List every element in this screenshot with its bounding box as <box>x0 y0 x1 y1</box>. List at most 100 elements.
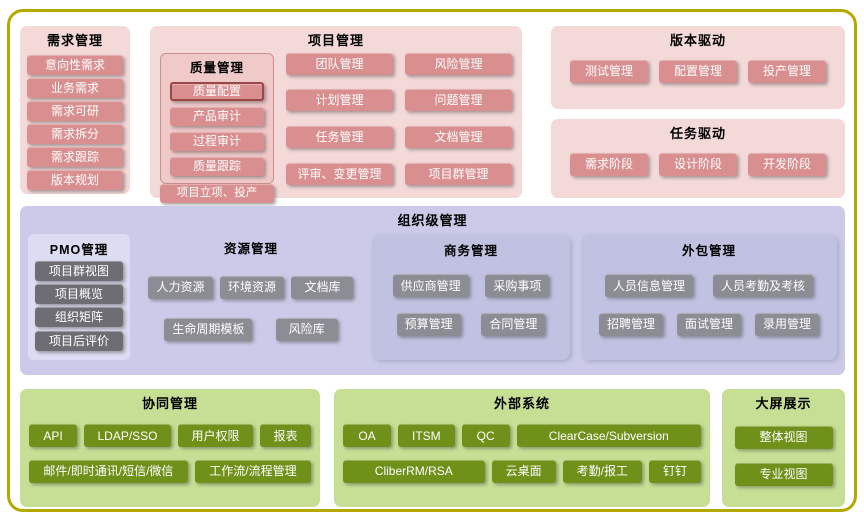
external-row-1: OA ITSM QC ClearCase/Subversion <box>343 424 701 448</box>
collaboration-title: 协同管理 <box>141 396 198 411</box>
module-review-change-mgmt[interactable]: 评审、变更管理 <box>286 162 393 185</box>
module-overall-view[interactable]: 整体视图 <box>734 425 833 449</box>
panel-big-screen-display: 大屏展示 整体视图 专业视图 <box>722 389 845 507</box>
big-screen-body: 整体视图 专业视图 <box>722 412 845 500</box>
module-demand-feasibility[interactable]: 需求可研 <box>27 100 123 121</box>
module-mail-im-sms-wechat[interactable]: 邮件/即时通讯/短信/微信 <box>29 459 188 483</box>
module-issue-mgmt[interactable]: 问题管理 <box>405 89 512 112</box>
task-driven-title: 任务驱动 <box>669 126 726 141</box>
panel-collaboration-management: 协同管理 API LDAP/SSO 用户权限 报表 邮件/即时通讯/短信/微信 … <box>20 389 320 507</box>
module-launch-mgmt[interactable]: 投产管理 <box>748 59 826 83</box>
module-user-permission[interactable]: 用户权限 <box>178 424 254 448</box>
module-recruitment-mgmt[interactable]: 招聘管理 <box>598 312 663 336</box>
module-itsm[interactable]: ITSM <box>398 424 455 448</box>
module-workflow-process-mgmt[interactable]: 工作流/流程管理 <box>194 459 312 483</box>
module-staff-info-mgmt[interactable]: 人员信息管理 <box>604 274 693 298</box>
outer-frame <box>7 9 857 512</box>
panel-project-management: 项目管理 质量管理 质量配置 产品审计 过程审计 质量跟踪 项目立项、投产 团队… <box>150 26 522 204</box>
module-oa[interactable]: OA <box>343 424 391 448</box>
module-report[interactable]: 报表 <box>260 424 312 448</box>
module-demand-tracking[interactable]: 需求跟踪 <box>27 146 123 167</box>
module-product-audit[interactable]: 产品审计 <box>170 106 264 126</box>
project-left-column: 质量管理 质量配置 产品审计 过程审计 质量跟踪 项目立项、投产 <box>160 52 274 204</box>
module-project-initiation-launch[interactable]: 项目立项、投产 <box>160 183 274 204</box>
module-api[interactable]: API <box>29 424 77 448</box>
external-systems-body: OA ITSM QC ClearCase/Subversion CliberRM… <box>334 412 710 500</box>
module-ldap-sso[interactable]: LDAP/SSO <box>84 424 172 448</box>
pmo-title: PMO管理 <box>49 242 109 257</box>
module-lifecycle-template[interactable]: 生命周期模板 <box>164 317 253 341</box>
module-cloud-desktop[interactable]: 云桌面 <box>491 459 556 483</box>
module-attendance-reporting[interactable]: 考勤/报工 <box>562 459 642 483</box>
module-test-mgmt[interactable]: 测试管理 <box>570 59 648 83</box>
module-clearcase-subversion[interactable]: ClearCase/Subversion <box>516 424 701 448</box>
version-driven-title: 版本驱动 <box>669 33 726 48</box>
module-cliberrm-rsa[interactable]: CliberRM/RSA <box>343 459 485 483</box>
outsourcing-rows: 人员信息管理 人员考勤及考核 招聘管理 面试管理 录用管理 <box>585 259 833 352</box>
project-body: 质量管理 质量配置 产品审计 过程审计 质量跟踪 项目立项、投产 团队管理 计划… <box>150 49 522 204</box>
outsourcing-title: 外包管理 <box>681 243 736 258</box>
module-design-phase[interactable]: 设计阶段 <box>659 152 737 176</box>
module-hiring-mgmt[interactable]: 录用管理 <box>754 312 819 336</box>
module-contract-mgmt[interactable]: 合同管理 <box>481 312 546 336</box>
business-title: 商务管理 <box>443 243 498 258</box>
module-post-evaluation[interactable]: 项目后评价 <box>35 330 123 351</box>
panel-pmo-management: PMO管理 项目群视图 项目概览 组织矩阵 项目后评价 <box>28 233 130 360</box>
module-project-overview[interactable]: 项目概览 <box>35 284 123 305</box>
version-driven-row: 测试管理 配置管理 投产管理 <box>551 49 845 83</box>
panel-task-driven: 任务驱动 需求阶段 设计阶段 开发阶段 <box>551 119 845 198</box>
module-staff-attendance-assessment[interactable]: 人员考勤及考核 <box>712 274 813 298</box>
module-qc[interactable]: QC <box>461 424 510 448</box>
module-risk-mgmt[interactable]: 风险管理 <box>405 52 512 75</box>
panel-external-systems: 外部系统 OA ITSM QC ClearCase/Subversion Cli… <box>334 389 710 507</box>
module-process-audit[interactable]: 过程审计 <box>170 131 264 151</box>
collaboration-body: API LDAP/SSO 用户权限 报表 邮件/即时通讯/短信/微信 工作流/流… <box>20 412 320 500</box>
module-plan-mgmt[interactable]: 计划管理 <box>286 89 393 112</box>
org-title: 组织级管理 <box>397 213 468 228</box>
module-requirement-phase[interactable]: 需求阶段 <box>570 152 648 176</box>
resource-title: 资源管理 <box>223 241 278 256</box>
project-title: 项目管理 <box>307 33 364 48</box>
module-budget-mgmt[interactable]: 预算管理 <box>396 312 461 336</box>
project-middle-column: 团队管理 计划管理 任务管理 评审、变更管理 <box>286 52 393 185</box>
module-procurement[interactable]: 采购事项 <box>485 274 550 298</box>
module-dingtalk[interactable]: 钉钉 <box>648 459 701 483</box>
resource-rows: 人力资源 环境资源 文档库 生命周期模板 风险库 <box>141 257 361 360</box>
module-human-resource[interactable]: 人力资源 <box>148 275 213 299</box>
collaboration-row-1: API LDAP/SSO 用户权限 报表 <box>29 424 312 448</box>
module-config-mgmt[interactable]: 配置管理 <box>659 59 737 83</box>
panel-quality-management: 质量管理 质量配置 产品审计 过程审计 质量跟踪 <box>160 52 274 184</box>
module-business-demand[interactable]: 业务需求 <box>27 77 123 98</box>
module-quality-tracking[interactable]: 质量跟踪 <box>170 156 264 176</box>
module-supplier-mgmt[interactable]: 供应商管理 <box>392 274 469 298</box>
big-screen-title: 大屏展示 <box>755 396 812 411</box>
module-program-view[interactable]: 项目群视图 <box>35 260 123 281</box>
module-intent-demand[interactable]: 意向性需求 <box>27 54 123 75</box>
module-org-matrix[interactable]: 组织矩阵 <box>35 307 123 328</box>
module-program-mgmt[interactable]: 项目群管理 <box>405 162 512 185</box>
module-doc-library[interactable]: 文档库 <box>291 275 354 299</box>
project-right-column: 风险管理 问题管理 文档管理 项目群管理 <box>405 52 512 185</box>
panel-outsourcing-management: 外包管理 人员信息管理 人员考勤及考核 招聘管理 面试管理 录用管理 <box>581 233 837 360</box>
module-env-resource[interactable]: 环境资源 <box>219 275 284 299</box>
resource-row-1: 人力资源 环境资源 文档库 <box>141 275 361 299</box>
module-professional-view[interactable]: 专业视图 <box>734 462 833 486</box>
panel-version-driven: 版本驱动 测试管理 配置管理 投产管理 <box>551 26 845 109</box>
module-team-mgmt[interactable]: 团队管理 <box>286 52 393 75</box>
collaboration-row-2: 邮件/即时通讯/短信/微信 工作流/流程管理 <box>29 459 312 483</box>
module-demand-split[interactable]: 需求拆分 <box>27 123 123 144</box>
module-doc-mgmt[interactable]: 文档管理 <box>405 125 512 148</box>
requirements-title: 需求管理 <box>46 33 103 48</box>
module-version-planning[interactable]: 版本规划 <box>27 169 123 190</box>
requirements-list: 意向性需求 业务需求 需求可研 需求拆分 需求跟踪 版本规划 <box>20 49 130 197</box>
external-row-2: CliberRM/RSA 云桌面 考勤/报工 钉钉 <box>343 459 701 483</box>
panel-business-management: 商务管理 供应商管理 采购事项 预算管理 合同管理 <box>372 233 570 360</box>
org-body: PMO管理 项目群视图 项目概览 组织矩阵 项目后评价 资源管理 人力资源 环境… <box>20 229 845 370</box>
quality-title: 质量管理 <box>189 60 244 75</box>
module-dev-phase[interactable]: 开发阶段 <box>748 152 826 176</box>
resource-row-2: 生命周期模板 风险库 <box>141 317 361 341</box>
module-interview-mgmt[interactable]: 面试管理 <box>676 312 741 336</box>
module-quality-config[interactable]: 质量配置 <box>170 81 264 101</box>
module-task-mgmt[interactable]: 任务管理 <box>286 125 393 148</box>
module-risk-library[interactable]: 风险库 <box>275 317 338 341</box>
